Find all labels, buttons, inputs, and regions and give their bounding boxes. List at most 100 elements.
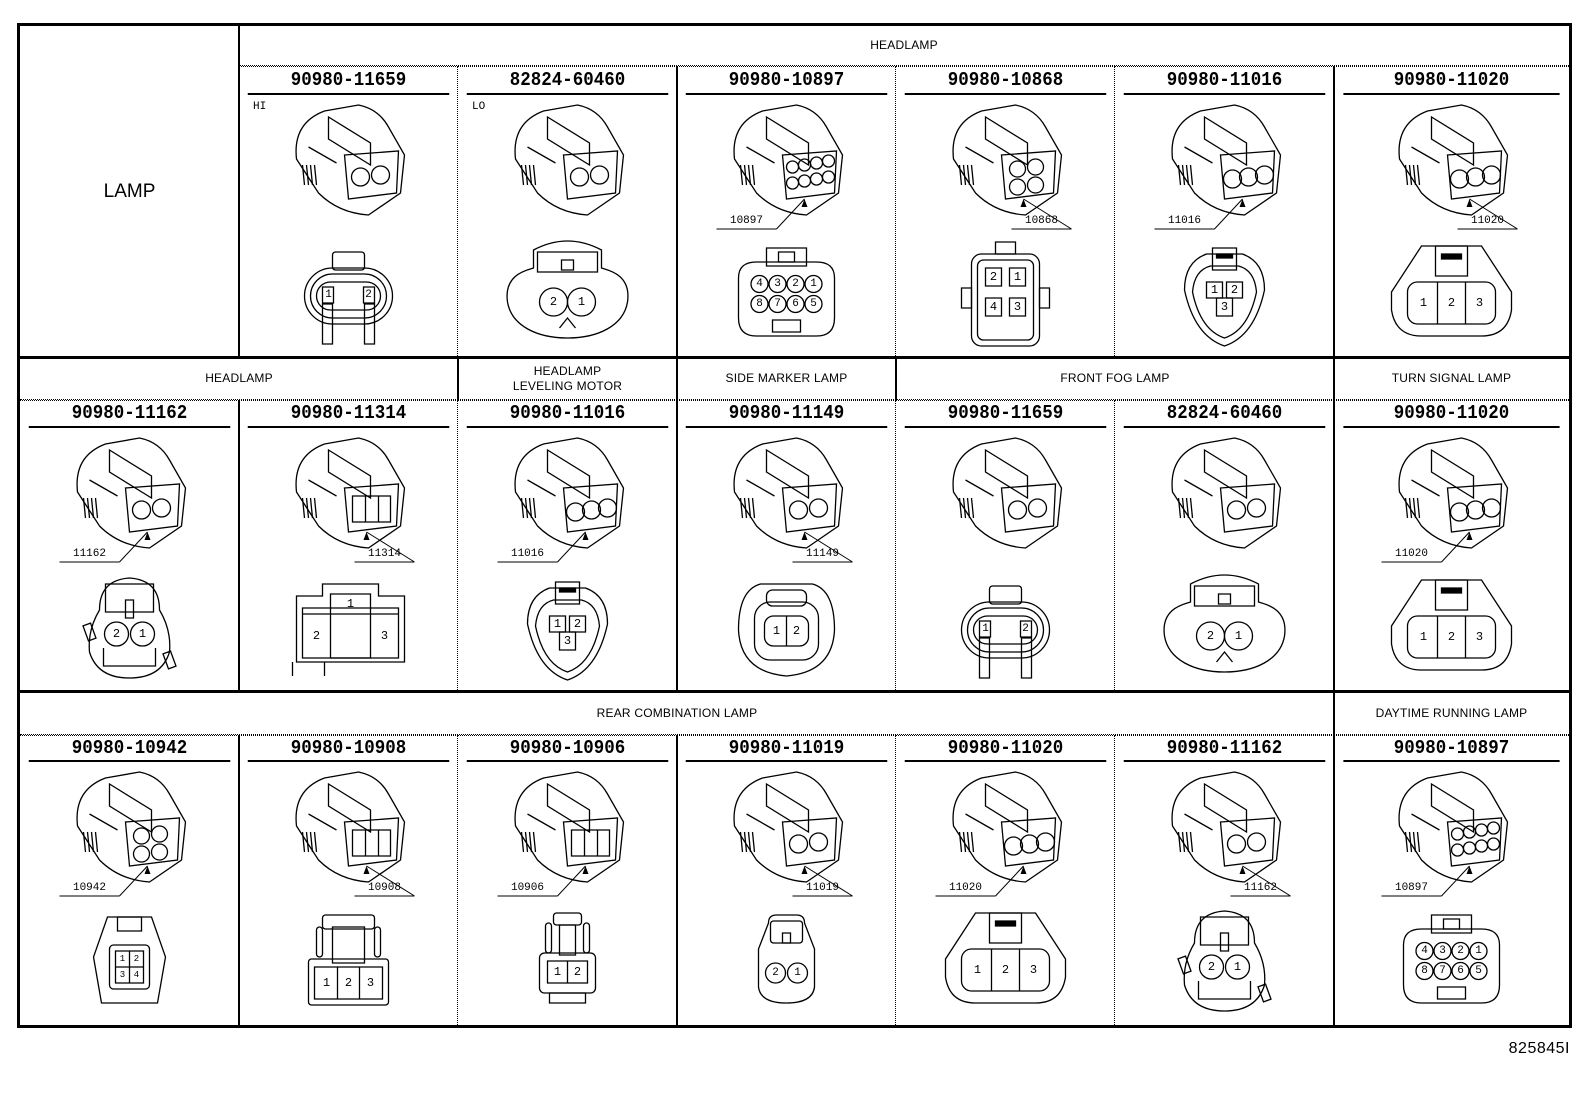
connector-iso-icon bbox=[1172, 772, 1280, 882]
connector-iso-icon bbox=[734, 438, 842, 548]
part-number: 90980-11020 bbox=[904, 735, 1107, 762]
svg-text:1: 1 bbox=[982, 623, 989, 635]
row-divider bbox=[19, 356, 1570, 359]
svg-text:10908: 10908 bbox=[368, 882, 401, 894]
part-number-rule bbox=[458, 66, 677, 67]
connector-variant-tag: LO bbox=[472, 101, 486, 113]
part-number: 90980-11314 bbox=[247, 400, 450, 428]
svg-text:4: 4 bbox=[756, 278, 763, 290]
svg-text:1: 1 bbox=[810, 278, 817, 290]
part-number: 90980-11019 bbox=[685, 735, 888, 762]
category-band-rear-combination-lamp: REAR COMBINATION LAMP bbox=[20, 692, 1334, 735]
band-divider bbox=[1333, 358, 1335, 400]
svg-text:1: 1 bbox=[1211, 283, 1218, 297]
svg-text:11020: 11020 bbox=[949, 882, 982, 894]
svg-text:3: 3 bbox=[1221, 300, 1228, 314]
svg-text:1: 1 bbox=[347, 597, 354, 611]
part-number-rule bbox=[677, 400, 896, 401]
svg-text:1: 1 bbox=[323, 976, 330, 990]
part-number: 90980-10942 bbox=[28, 735, 231, 762]
part-number: 90980-11016 bbox=[466, 400, 669, 428]
svg-text:8: 8 bbox=[756, 298, 763, 310]
svg-text:3: 3 bbox=[564, 634, 571, 648]
column-divider bbox=[895, 66, 896, 358]
part-callout-label: 11020 bbox=[936, 866, 1027, 896]
part-number: 90980-11659 bbox=[247, 66, 450, 95]
svg-text:8: 8 bbox=[1421, 965, 1428, 977]
part-callout-label: 10906 bbox=[498, 866, 589, 896]
column-divider bbox=[238, 66, 240, 358]
connector-iso-icon bbox=[515, 105, 623, 215]
connector-iso-icon bbox=[1172, 105, 1280, 215]
part-number-rule bbox=[1334, 66, 1569, 67]
part-callout-label: 11019 bbox=[793, 866, 853, 896]
svg-text:1: 1 bbox=[554, 617, 561, 631]
part-number: 90980-11020 bbox=[1343, 400, 1560, 428]
svg-text:6: 6 bbox=[1457, 965, 1464, 977]
column-divider bbox=[238, 26, 240, 66]
svg-text:5: 5 bbox=[1475, 965, 1482, 977]
svg-text:11020: 11020 bbox=[1471, 215, 1504, 227]
svg-text:3: 3 bbox=[1014, 300, 1021, 314]
part-number-rule bbox=[896, 400, 1115, 401]
category-band-headlamp-leveling-motor: HEADLAMP LEVELING MOTOR bbox=[458, 358, 677, 400]
connector-iso-icon bbox=[296, 105, 404, 215]
part-number: 90980-11020 bbox=[1343, 66, 1560, 95]
part-number-rule bbox=[458, 735, 677, 736]
part-number: 90980-10906 bbox=[466, 735, 669, 762]
connector-iso-icon bbox=[77, 438, 185, 548]
part-callout-label: 10908 bbox=[355, 866, 415, 896]
svg-text:3: 3 bbox=[120, 970, 125, 980]
column-divider bbox=[1333, 735, 1335, 1025]
connector-iso-icon bbox=[77, 772, 185, 882]
svg-text:2: 2 bbox=[134, 954, 139, 964]
svg-text:2: 2 bbox=[1022, 623, 1029, 635]
svg-text:3: 3 bbox=[381, 629, 388, 643]
svg-text:3: 3 bbox=[367, 976, 374, 990]
part-callout-label: 11162 bbox=[1231, 866, 1291, 896]
svg-text:3: 3 bbox=[1030, 963, 1037, 977]
part-callout-label: 11016 bbox=[498, 532, 589, 562]
svg-text:2: 2 bbox=[365, 289, 372, 301]
svg-text:2: 2 bbox=[574, 965, 581, 979]
part-callout-label: 11020 bbox=[1458, 199, 1518, 229]
figure-id: 825845I bbox=[1508, 1040, 1570, 1057]
connector-iso-icon bbox=[296, 772, 404, 882]
connector-iso-icon bbox=[1399, 105, 1507, 215]
connector-iso-icon bbox=[953, 105, 1061, 215]
column-divider bbox=[1333, 66, 1335, 358]
connector-iso-icon bbox=[296, 438, 404, 548]
part-callout-label: 10942 bbox=[60, 866, 151, 896]
svg-text:2: 2 bbox=[574, 617, 581, 631]
svg-text:10942: 10942 bbox=[73, 882, 106, 894]
connector-iso-icon bbox=[515, 438, 623, 548]
svg-text:11149: 11149 bbox=[806, 548, 839, 560]
connector-variant-tag: HI bbox=[253, 101, 267, 113]
part-callout-label: 11016 bbox=[1155, 199, 1246, 229]
svg-text:1: 1 bbox=[974, 963, 981, 977]
svg-text:11016: 11016 bbox=[511, 548, 544, 560]
svg-text:11162: 11162 bbox=[73, 548, 106, 560]
svg-text:2: 2 bbox=[1231, 283, 1238, 297]
part-number-rule bbox=[20, 735, 239, 736]
part-callout-label: 10868 bbox=[1012, 199, 1072, 229]
category-band-headlamp: HEADLAMP bbox=[20, 358, 458, 400]
svg-text:2: 2 bbox=[1448, 630, 1455, 644]
svg-text:1: 1 bbox=[1235, 629, 1242, 643]
